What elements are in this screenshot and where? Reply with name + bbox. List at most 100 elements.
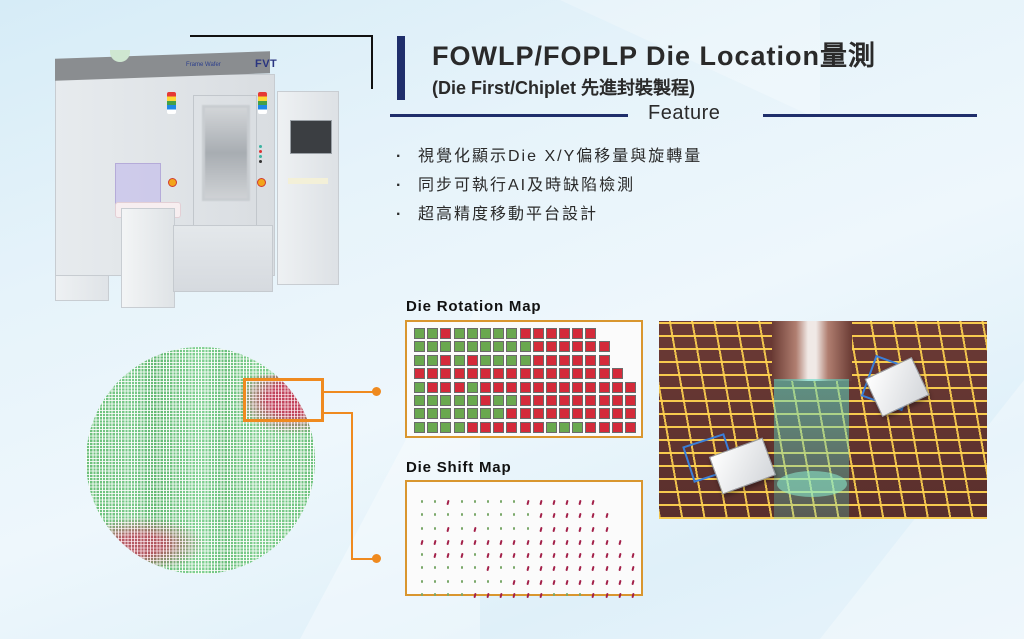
- shift-vector-icon: [578, 513, 582, 519]
- die-cell-fail: [559, 368, 571, 380]
- shift-vector-icon: [539, 513, 543, 519]
- shift-vector-icon: [552, 539, 556, 546]
- shift-vector-icon: [605, 513, 609, 519]
- shift-vector-icon: [539, 579, 543, 585]
- shift-vector-icon: [473, 592, 477, 599]
- die-cell-fail: [440, 328, 452, 339]
- die-cell-fail: [611, 368, 623, 380]
- shift-vector-icon: [512, 592, 516, 599]
- machine-window: [202, 105, 250, 201]
- die-cell-pass: [466, 394, 478, 406]
- die-cell-pass: [545, 421, 557, 433]
- shift-vector-icon: [460, 500, 463, 503]
- load-port-stand: [121, 208, 175, 308]
- shift-vector-icon: [525, 499, 530, 506]
- shift-vector-icon: [565, 579, 569, 585]
- shift-vector-icon: [433, 553, 437, 559]
- die-cell-fail: [427, 368, 439, 380]
- die-cell-fail: [545, 394, 557, 406]
- die-cell-fail: [493, 368, 505, 380]
- die-cell-fail: [479, 368, 491, 380]
- die-cell-pass: [506, 394, 518, 406]
- shift-vector-icon: [525, 553, 530, 559]
- shift-vector-icon: [631, 553, 635, 559]
- die-cell-pass: [453, 328, 465, 339]
- die-cell-fail: [532, 421, 544, 433]
- shift-vector-icon: [525, 539, 530, 546]
- shift-vector-icon: [473, 513, 476, 517]
- shift-vector-icon: [552, 579, 556, 585]
- shift-vector-icon: [618, 553, 622, 559]
- die-cell-fail: [532, 381, 544, 393]
- shift-vector-icon: [486, 592, 490, 599]
- die-cell-fail: [519, 394, 531, 406]
- shift-vector-icon: [446, 553, 450, 559]
- wafer-die-grid: [86, 347, 315, 574]
- die-cell-pass: [440, 408, 452, 420]
- emergency-stop-icon: [168, 178, 177, 187]
- shift-vector-icon: [473, 579, 476, 583]
- die-cell-fail: [532, 394, 544, 406]
- die-cell-fail: [479, 394, 491, 406]
- shift-map-row: [421, 553, 645, 566]
- die-cell-fail: [545, 341, 557, 353]
- die-cell-fail: [414, 368, 425, 380]
- rotation-map-row: [414, 421, 638, 435]
- rotation-map-title: Die Rotation Map: [406, 298, 542, 315]
- die-cell-fail: [611, 381, 623, 393]
- die-cell-pass: [506, 341, 518, 353]
- die-cell-pass: [479, 354, 491, 366]
- shift-vector-icon: [591, 579, 596, 585]
- die-cell-pass: [427, 408, 439, 420]
- rotation-map-row: [414, 354, 638, 368]
- die-cell-pass: [506, 328, 518, 339]
- die-placement-illustration: [659, 321, 987, 519]
- die-cell-fail: [427, 381, 439, 393]
- machine-brand-text: Frame Wafer: [186, 62, 221, 68]
- signal-tower-icon: [167, 92, 176, 114]
- die-cell-pass: [414, 354, 425, 366]
- connector-line: [324, 391, 374, 393]
- feature-divider-left: [390, 114, 628, 117]
- connector-dot-icon: [372, 387, 381, 396]
- rotation-map-row: [414, 408, 638, 421]
- die-cell-fail: [572, 368, 584, 380]
- shift-vector-icon: [513, 566, 516, 570]
- die-cell-fail: [519, 381, 531, 393]
- die-cell-fail: [585, 368, 597, 380]
- rotation-map-row: [414, 381, 638, 395]
- machine-logo: FVT: [255, 58, 278, 70]
- die-cell-pass: [453, 408, 465, 420]
- die-cell-fail: [545, 381, 557, 393]
- die-cell-fail: [545, 354, 557, 366]
- shift-vector-icon: [421, 566, 423, 570]
- die-cell-fail: [559, 354, 571, 366]
- die-cell-fail: [572, 354, 584, 366]
- connector-line: [351, 558, 374, 560]
- die-cell-pass: [493, 328, 505, 339]
- feature-text: 視覺化顯示Die X/Y偏移量與旋轉量: [418, 148, 703, 165]
- die-cell-fail: [585, 394, 597, 406]
- shift-vector-icon: [605, 539, 609, 546]
- die-cell-fail: [532, 368, 544, 380]
- feature-list: ·視覺化顯示Die X/Y偏移量與旋轉量 ·同步可執行AI及時缺陷檢測 ·超高精…: [396, 146, 702, 233]
- die-cell-pass: [440, 394, 452, 406]
- die-cell-pass: [440, 341, 452, 353]
- shift-vector-icon: [473, 500, 476, 503]
- shift-vector-icon: [552, 553, 556, 559]
- die-cell-fail: [572, 328, 584, 339]
- page-title: FOWLP/FOPLP Die Location量測: [432, 41, 877, 71]
- die-cell-fail: [519, 408, 531, 420]
- shift-vector-icon: [512, 539, 516, 546]
- shift-vector-icon: [473, 566, 476, 570]
- shift-vector-icon: [421, 500, 423, 503]
- die-cell-pass: [414, 408, 425, 420]
- die-cell-pass: [440, 421, 452, 433]
- shift-vector-icon: [447, 513, 450, 517]
- die-cell-fail: [598, 421, 610, 433]
- die-cell-pass: [427, 354, 439, 366]
- die-cell-fail: [625, 394, 636, 406]
- die-cell-fail: [559, 328, 571, 339]
- shift-vector-icon: [473, 526, 477, 532]
- shift-vector-icon: [447, 593, 450, 597]
